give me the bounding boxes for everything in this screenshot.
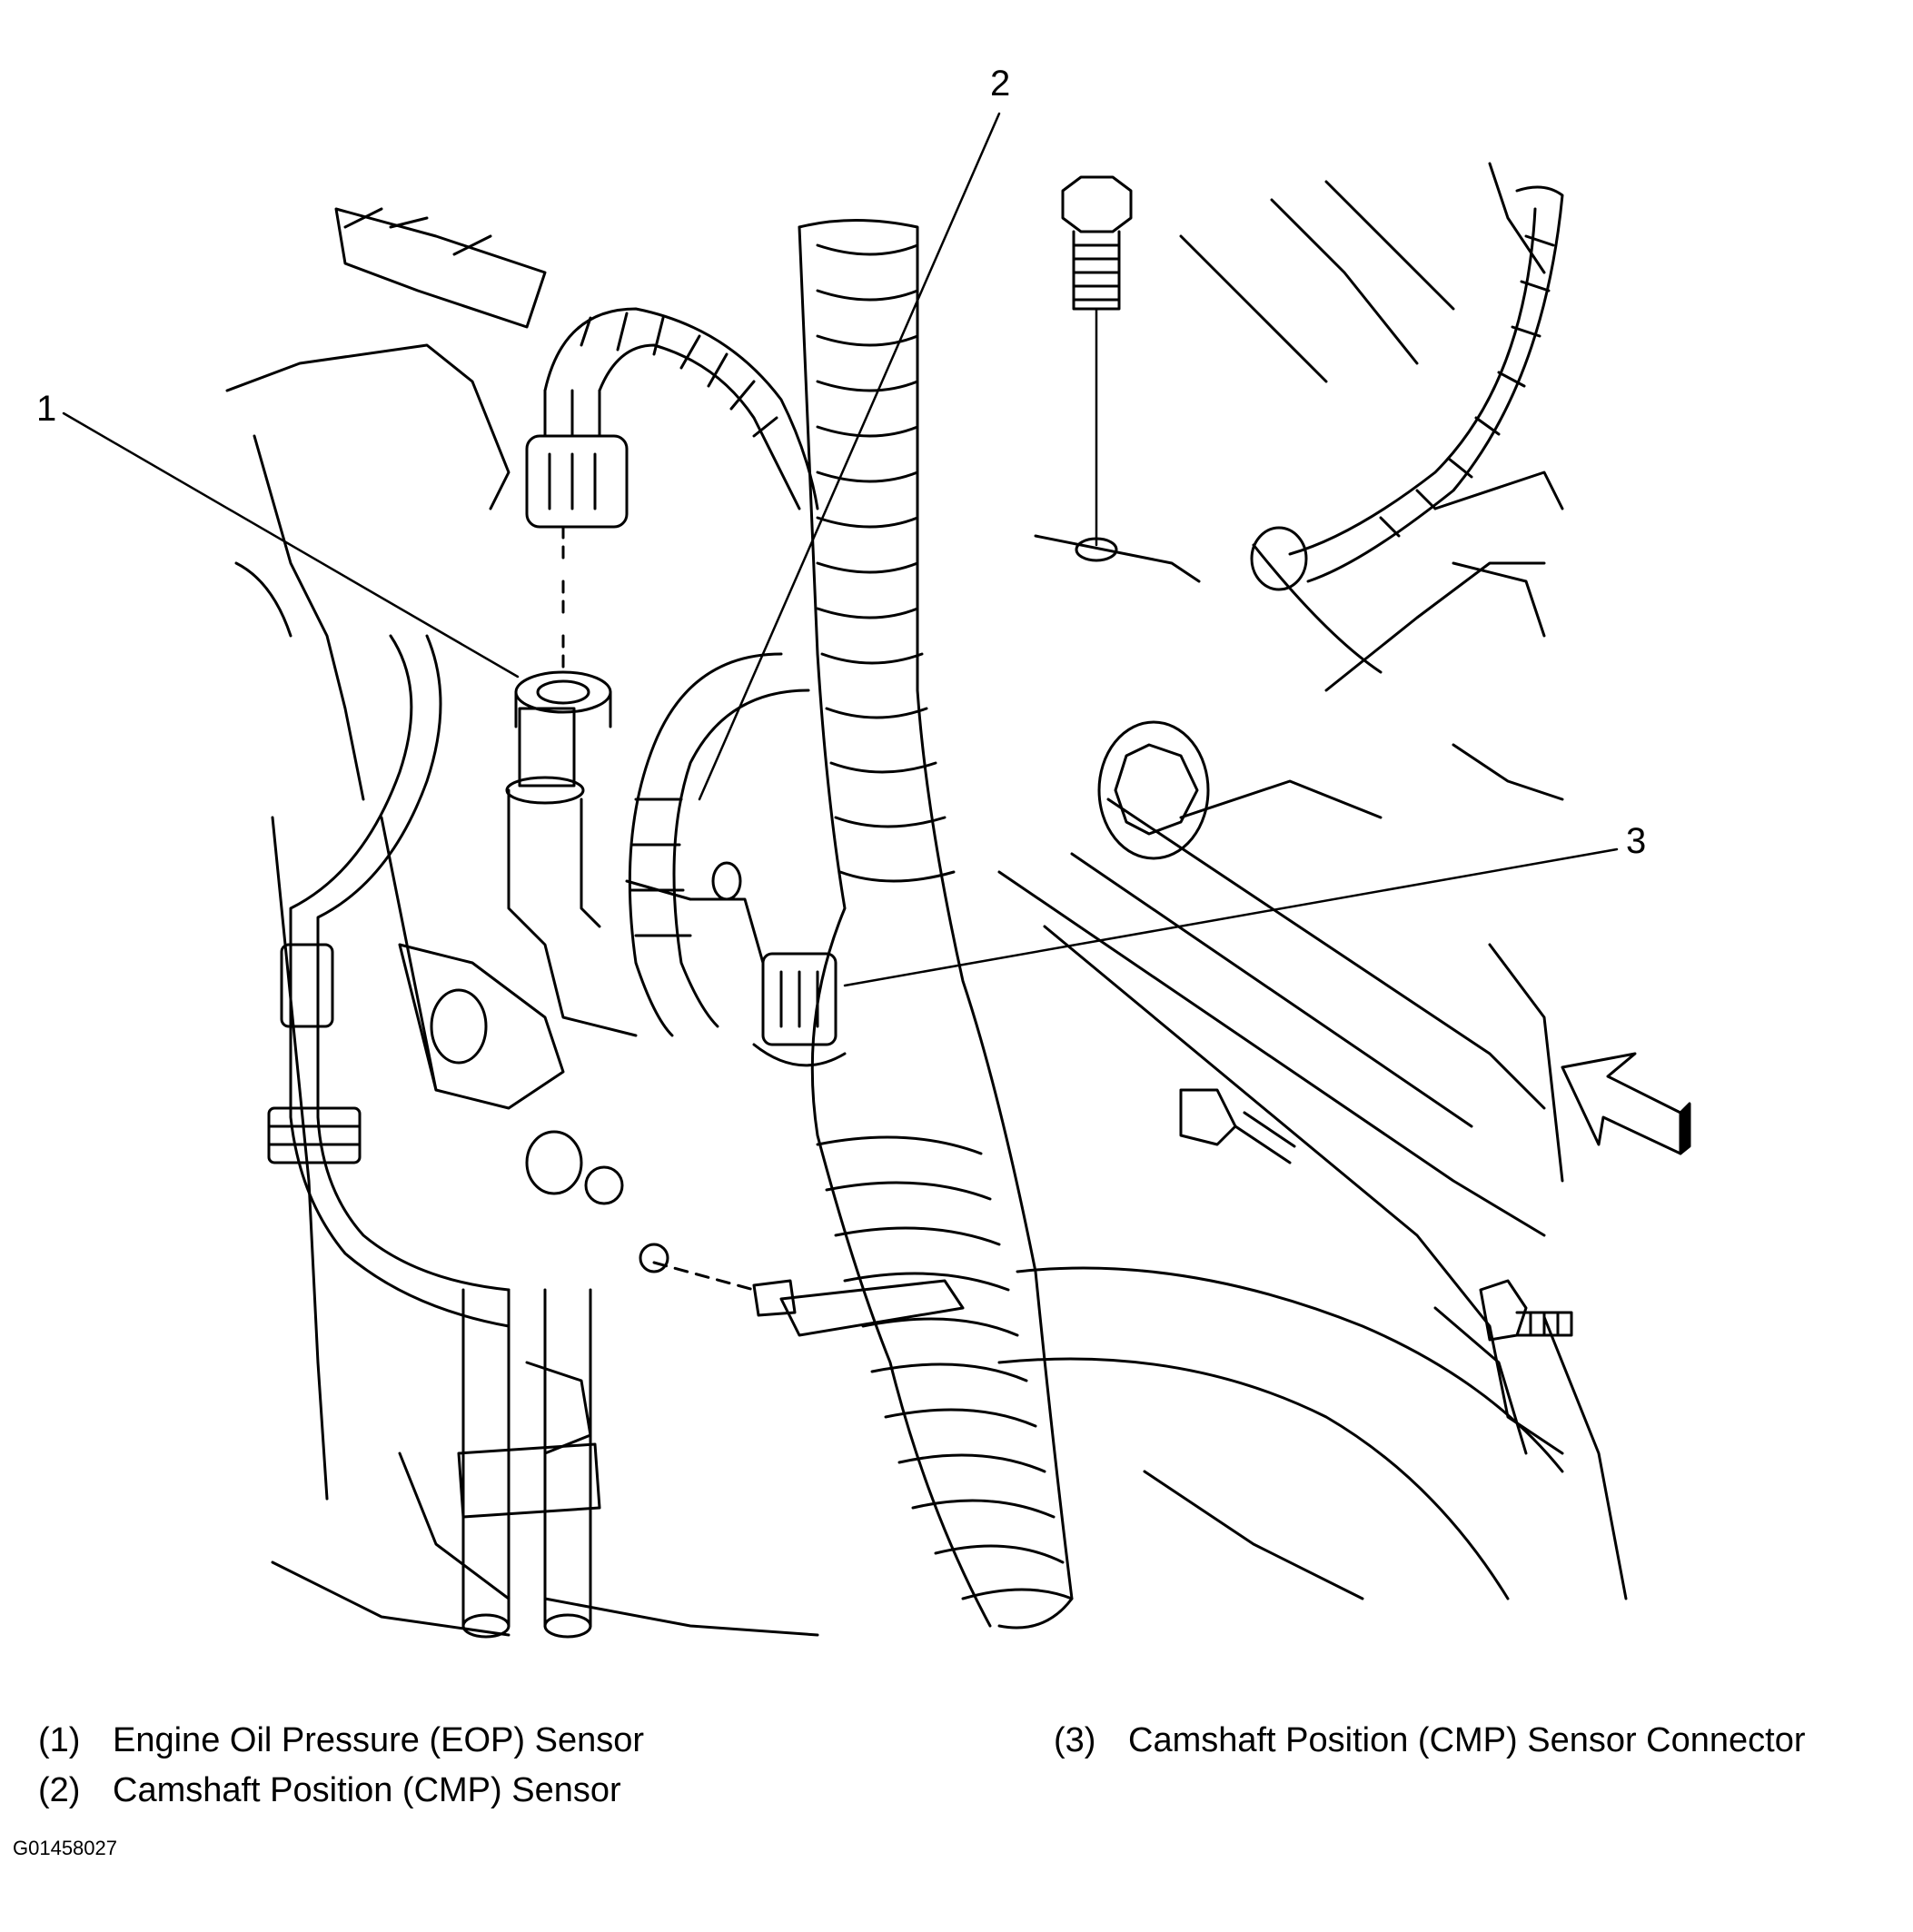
bolt-mid-right — [1097, 720, 1210, 860]
main-harness-vertical — [798, 219, 1074, 1630]
oil-pressure-connector — [525, 389, 629, 674]
oil-pressure-sensor-housing — [398, 670, 669, 1273]
direction-arrow — [1561, 1052, 1691, 1155]
legend-text-3: Camshaft Position (CMP) Sensor Connector — [1128, 1721, 1806, 1759]
engine-line-drawing — [62, 112, 1691, 1639]
callout-2: 2 — [990, 64, 1011, 104]
bottom-left-tubes — [457, 1288, 601, 1639]
callout-1: 1 — [36, 389, 57, 429]
wiring-harness-upper — [543, 307, 819, 510]
legend-item-2: (2) Camshaft Position (CMP) Sensor — [38, 1773, 621, 1808]
figure-id: G01458027 — [13, 1837, 117, 1859]
engine-block-outline — [225, 162, 1628, 1637]
harness-right-curve — [1250, 185, 1564, 591]
cmp-sensor — [625, 861, 765, 965]
legend-num-1: (1) — [38, 1721, 81, 1759]
legend-item-3: (3) Camshaft Position (CMP) Sensor Connec… — [1054, 1723, 1806, 1758]
stud-right — [1179, 1088, 1573, 1342]
cmp-sensor-connector — [752, 952, 847, 1067]
legend-num-2: (2) — [38, 1771, 81, 1809]
oil-line — [267, 634, 510, 1328]
callout-3: 3 — [1626, 821, 1647, 861]
callout-leader-lines — [62, 112, 1619, 987]
harness-clamp — [652, 1261, 965, 1337]
legend-text-2: Camshaft Position (CMP) Sensor — [113, 1771, 621, 1809]
legend-text-1: Engine Oil Pressure (EOP) Sensor — [113, 1721, 645, 1759]
harness-left-loop — [628, 652, 810, 1037]
bolt-top — [1034, 175, 1201, 583]
legend-num-3: (3) — [1054, 1721, 1096, 1759]
legend-item-1: (1) Engine Oil Pressure (EOP) Sensor — [38, 1723, 644, 1758]
